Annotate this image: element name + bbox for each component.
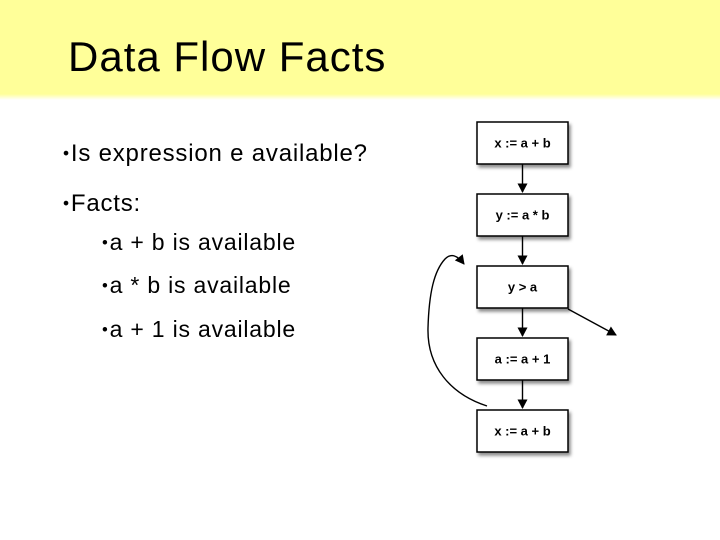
bullet-marker: • xyxy=(102,319,109,339)
flow-node-3 xyxy=(476,265,569,309)
bullet-marker: • xyxy=(102,275,109,295)
slide-header: Data Flow Facts xyxy=(0,0,720,100)
flowchart-diagram: x := a + b y := a * b y > a a := a + 1 x… xyxy=(427,121,617,453)
exit-edge xyxy=(567,308,617,336)
bullet-item: •Is expression e available? xyxy=(63,142,368,166)
flow-node-1 xyxy=(476,121,569,165)
bullet-label: a * b is available xyxy=(109,272,292,298)
bullet-marker: • xyxy=(63,192,70,213)
bullet-label: Facts: xyxy=(70,190,142,217)
flow-node-5-label: x := a + b xyxy=(494,424,550,439)
bullet-label: Is expression e available? xyxy=(70,140,368,167)
bullet-item: •a * b is available xyxy=(102,274,292,297)
bullet-item: •a + b is available xyxy=(102,231,296,254)
flow-node-4-label: a := a + 1 xyxy=(495,352,551,367)
loop-back-edge xyxy=(427,254,488,407)
slide-title: Data Flow Facts xyxy=(68,33,387,80)
flow-node-2 xyxy=(476,193,569,237)
flow-node-3-label: y > a xyxy=(508,280,538,295)
bullet-label: a + 1 is available xyxy=(109,316,296,342)
flow-node-1-label: x := a + b xyxy=(494,136,550,151)
bullet-item: •a + 1 is available xyxy=(102,318,296,341)
flow-edges xyxy=(427,164,617,409)
bullet-item: •Facts: xyxy=(63,192,141,216)
flow-node-2-label: y := a * b xyxy=(496,208,550,223)
flow-nodes: x := a + b y := a * b y > a a := a + 1 x… xyxy=(476,121,569,453)
bullet-marker: • xyxy=(102,232,109,252)
bullet-marker: • xyxy=(63,142,70,163)
flow-node-4 xyxy=(476,337,569,381)
bullet-label: a + b is available xyxy=(109,229,296,255)
flow-node-5 xyxy=(476,409,569,453)
